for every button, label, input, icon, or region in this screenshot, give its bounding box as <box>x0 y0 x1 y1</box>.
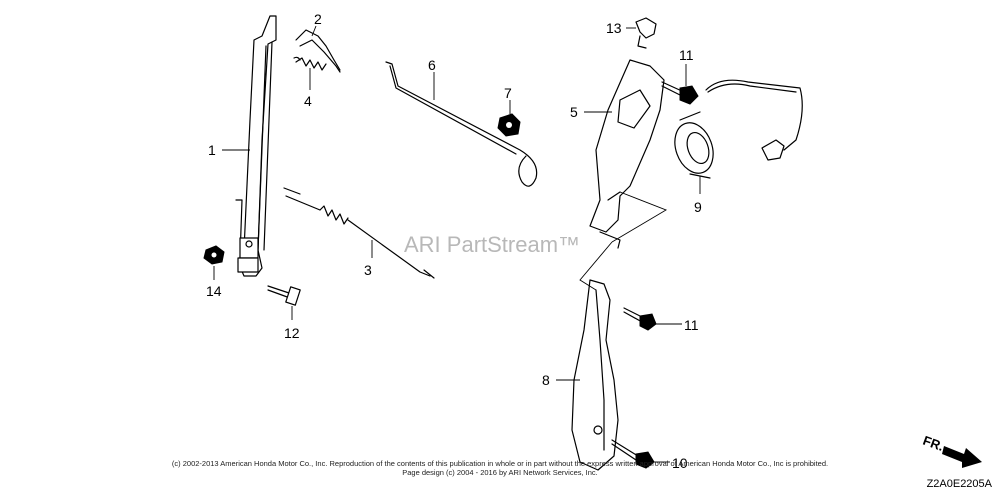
callout-5: 5 <box>570 104 578 120</box>
callout-4: 4 <box>304 93 312 109</box>
diagram-code: Z2A0E2205A <box>926 478 992 490</box>
front-direction-indicator: FR. <box>921 433 982 468</box>
part-5-bracket[interactable] <box>589 59 665 249</box>
part-11-bolt-upper[interactable] <box>661 81 699 105</box>
callout-3: 3 <box>364 262 372 278</box>
callout-14: 14 <box>206 283 222 299</box>
part-11-bolt-lower[interactable] <box>623 307 657 331</box>
assembly-lines <box>579 191 668 291</box>
part-1-lever[interactable] <box>235 15 277 277</box>
leader-lines <box>213 25 701 463</box>
part-4-spring[interactable] <box>293 56 327 71</box>
part-3-spring-rod[interactable] <box>283 187 435 279</box>
part-2-clip[interactable] <box>295 29 341 73</box>
callout-7: 7 <box>504 85 512 101</box>
part-9-switch[interactable] <box>668 79 803 179</box>
part-6-wire-rod[interactable] <box>385 61 538 187</box>
callout-13: 13 <box>606 20 622 36</box>
callout-11-upper: 11 <box>679 47 694 63</box>
callout-9: 9 <box>694 199 702 215</box>
copyright-line-2: Page design (c) 2004 - 2016 by ARI Netwo… <box>402 468 598 477</box>
direction-label: FR. <box>921 433 946 454</box>
watermark-text: ARI PartStream™ <box>404 232 580 257</box>
part-13-clip[interactable] <box>635 17 657 49</box>
callout-8: 8 <box>542 372 550 388</box>
part-8-bracket[interactable] <box>571 279 619 471</box>
callout-1: 1 <box>208 142 216 158</box>
callout-2: 2 <box>314 11 322 27</box>
callout-10: 10 <box>672 455 688 471</box>
callout-6: 6 <box>428 57 436 73</box>
arrow-right-icon <box>942 446 982 468</box>
part-7-nut[interactable] <box>497 113 521 137</box>
part-12-bolt[interactable] <box>267 285 301 306</box>
part-14-nut[interactable] <box>203 245 225 265</box>
callout-labels: 1 2 3 4 5 6 7 8 9 10 11 11 12 13 14 <box>206 11 702 471</box>
part-10-bolt[interactable] <box>611 439 655 469</box>
copyright-line-1: (c) 2002-2013 American Honda Motor Co., … <box>171 459 829 468</box>
callout-11-lower: 11 <box>684 317 699 333</box>
callout-12: 12 <box>284 325 300 341</box>
